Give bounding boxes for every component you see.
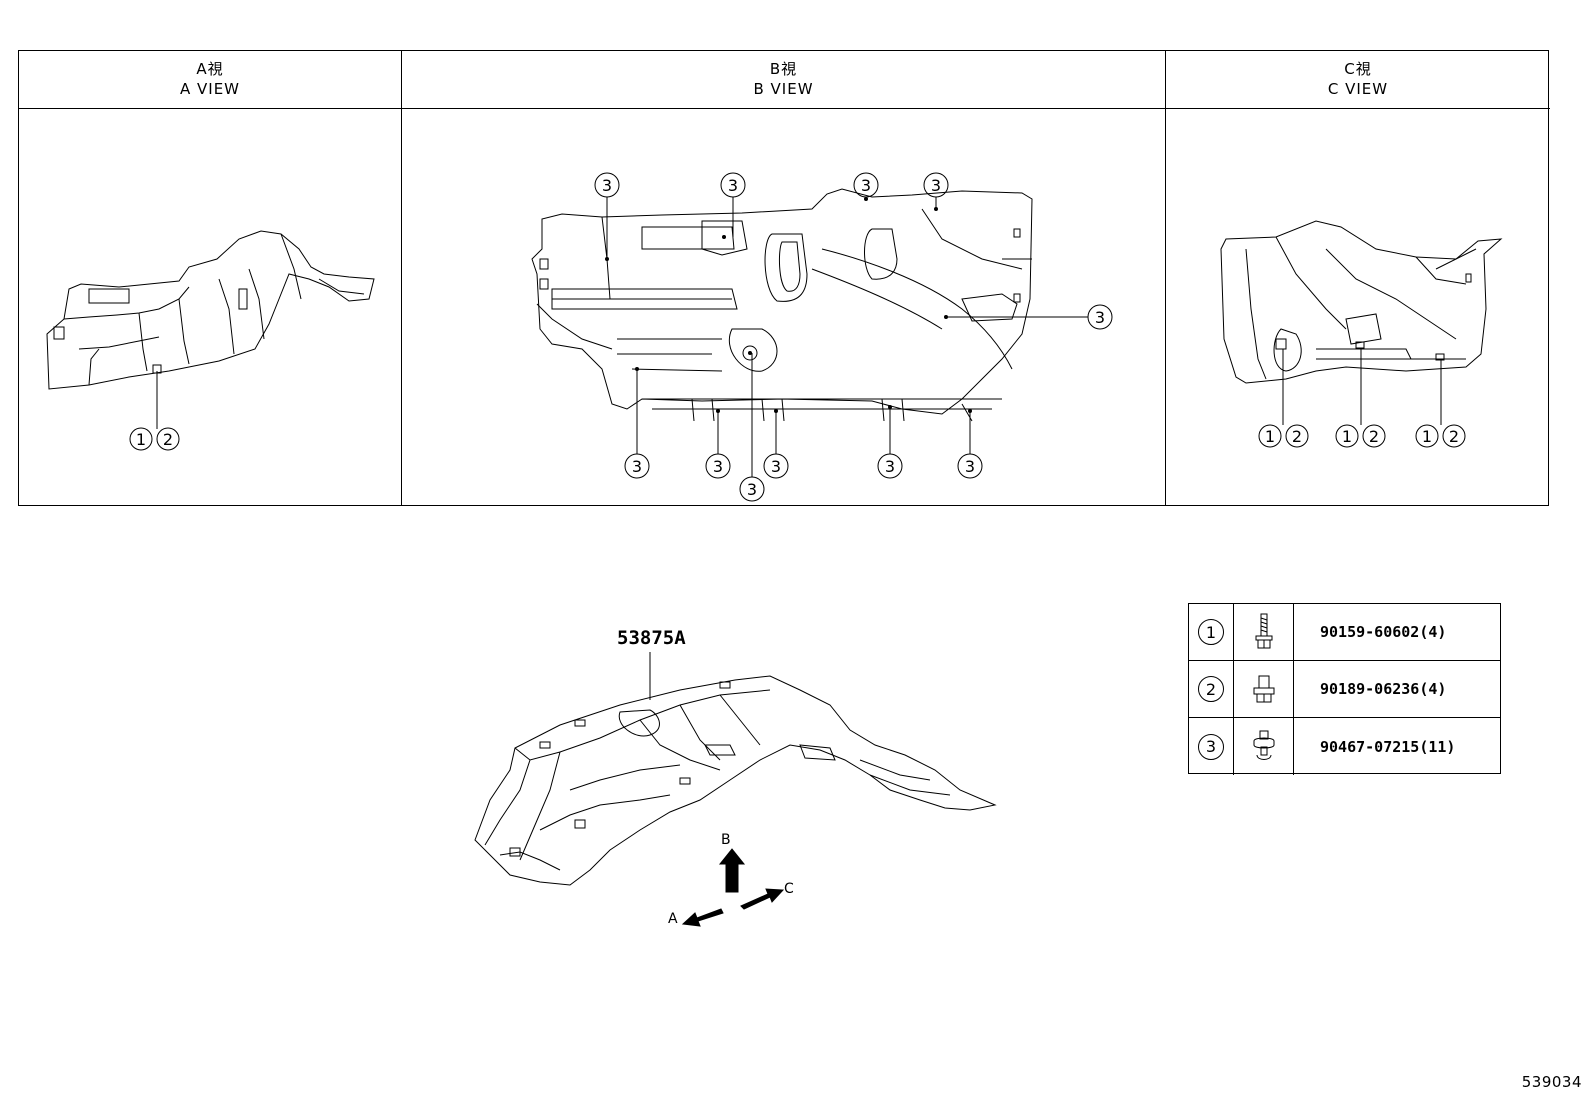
parts-row-1-key-label: 1 bbox=[1198, 619, 1224, 645]
view-b-header: B視 B VIEW bbox=[402, 51, 1165, 109]
view-b-callout-3-bottom-5: 3 bbox=[965, 457, 975, 476]
nut-icon bbox=[1234, 661, 1294, 717]
view-a-title-en: A VIEW bbox=[179, 80, 241, 98]
view-b-callout-3-top-2: 3 bbox=[728, 176, 738, 195]
parts-row-3: 3 90467-07215(11) bbox=[1189, 718, 1500, 775]
view-b-callout-3-top-1: 3 bbox=[602, 176, 612, 195]
direction-label-b: B bbox=[721, 832, 731, 848]
parts-row-3-key: 3 bbox=[1189, 718, 1234, 775]
view-b-callout-3-top-4: 3 bbox=[931, 176, 941, 195]
view-c-callout-1a: 1 bbox=[1265, 427, 1275, 446]
clip-icon bbox=[1234, 718, 1294, 775]
view-c-callout-2a: 2 bbox=[1292, 427, 1302, 446]
view-b-callout-3-bottom-3: 3 bbox=[771, 457, 781, 476]
parts-row-2-key: 2 bbox=[1189, 661, 1234, 717]
view-b-drawing: 3 3 3 3 3 3 3 3 3 3 3 bbox=[402, 109, 1165, 505]
parts-row-2-key-label: 2 bbox=[1198, 676, 1224, 702]
parts-row-2-code: 90189-06236(4) bbox=[1320, 680, 1447, 698]
view-a-panel: A視 A VIEW bbox=[19, 51, 402, 505]
view-a-title-jp: A視 bbox=[196, 60, 224, 78]
view-b-title-en: B VIEW bbox=[753, 80, 814, 98]
view-b-callout-3-top-3: 3 bbox=[861, 176, 871, 195]
view-b-illustration: 3 3 3 3 3 3 3 3 3 3 3 bbox=[531, 172, 1113, 502]
direction-label-a: A bbox=[668, 911, 678, 927]
view-c-panel: C視 C VIEW bbox=[1166, 51, 1550, 505]
view-b-callout-3-right: 3 bbox=[1095, 308, 1105, 327]
view-b-callout-3-bottom-1: 3 bbox=[632, 457, 642, 476]
direction-label-c: C bbox=[784, 881, 794, 897]
parts-row-3-code: 90467-07215(11) bbox=[1320, 737, 1456, 756]
parts-row-1-code: 90159-60602(4) bbox=[1320, 623, 1447, 641]
view-c-callout-1b: 1 bbox=[1342, 427, 1352, 446]
views-table: A視 A VIEW bbox=[18, 50, 1550, 506]
view-b-title-jp: B視 bbox=[769, 60, 798, 78]
main-part-label: 53875A bbox=[617, 627, 686, 649]
parts-row-3-key-label: 3 bbox=[1198, 733, 1224, 760]
parts-row-1: 1 90159-60602(4) bbox=[1189, 604, 1500, 661]
view-c-drawing: 1 2 1 2 1 2 bbox=[1166, 109, 1550, 505]
view-a-callout-1: 1 bbox=[136, 430, 146, 449]
view-b-callout-3-bottom-6: 3 bbox=[747, 480, 757, 499]
view-a-drawing: 1 2 bbox=[19, 109, 401, 505]
view-a-callout-2: 2 bbox=[163, 430, 173, 449]
view-c-callout-2b: 2 bbox=[1369, 427, 1379, 446]
document-number: 539034 bbox=[1521, 1073, 1582, 1091]
view-a-illustration: 1 2 bbox=[46, 230, 375, 451]
bolt-icon bbox=[1234, 604, 1294, 660]
view-b-callout-3-bottom-2: 3 bbox=[713, 457, 723, 476]
parts-legend-table: 1 90159-60602(4) 2 bbox=[1188, 603, 1501, 775]
view-c-title-jp: C視 bbox=[1344, 60, 1372, 78]
view-c-callout-1c: 1 bbox=[1422, 427, 1432, 446]
view-c-callout-2c: 2 bbox=[1449, 427, 1459, 446]
view-b-panel: B視 B VIEW bbox=[402, 51, 1166, 505]
view-c-title-en: C VIEW bbox=[1327, 80, 1389, 98]
view-c-illustration: 1 2 1 2 1 2 bbox=[1220, 220, 1503, 448]
view-c-header: C視 C VIEW bbox=[1166, 51, 1550, 109]
parts-row-1-key: 1 bbox=[1189, 604, 1234, 660]
parts-row-2: 2 90189-06236(4) bbox=[1189, 661, 1500, 718]
view-a-header: A視 A VIEW bbox=[19, 51, 401, 109]
view-b-callout-3-bottom-4: 3 bbox=[885, 457, 895, 476]
